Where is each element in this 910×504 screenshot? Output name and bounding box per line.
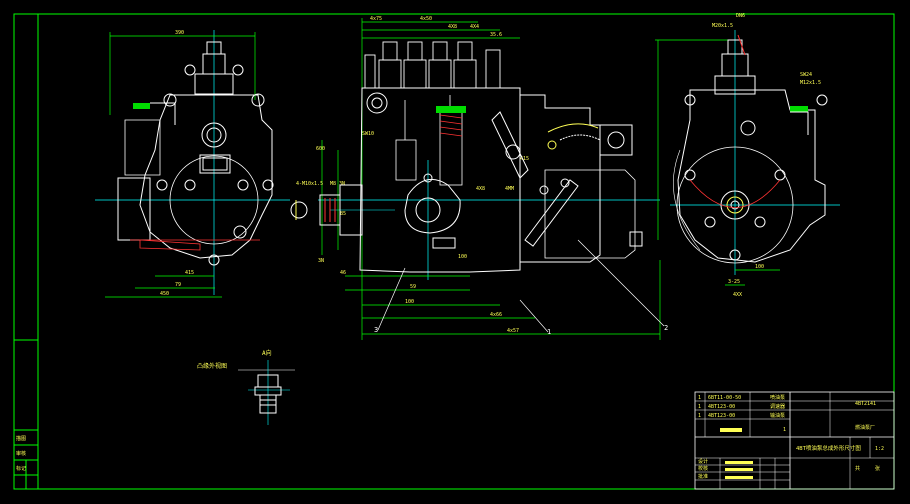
- sheet-label: 张: [875, 465, 880, 472]
- part-2-name: 调速器: [770, 403, 785, 410]
- drawing-title: 4BT喷油泵总成外形尺寸图: [796, 444, 861, 452]
- design-label: 设计: [698, 458, 708, 465]
- front-dim-l2: 85: [340, 211, 346, 217]
- front-dim-long-3: 4x57: [507, 328, 519, 334]
- front-dim-m6: 4X4: [470, 24, 479, 30]
- front-dim-m5: 4X8: [448, 24, 457, 30]
- left-strip-label-1: 描图: [16, 435, 26, 442]
- part-1-qty: 1: [698, 395, 701, 401]
- front-label-1: 4-M10x1.5: [296, 181, 323, 187]
- detail-side-label: 凸缘外视图: [197, 362, 227, 370]
- front-dim-m2: 100: [458, 254, 467, 260]
- left-dim-top: 390: [175, 30, 184, 36]
- balloon-2: 2: [664, 324, 668, 332]
- part-3-qty: 1: [698, 413, 701, 419]
- left-dim-b3: 450: [160, 291, 169, 297]
- part-2-qty: 1: [698, 404, 701, 410]
- inner-frame: [37, 13, 895, 490]
- left-view: 390 415 79 450: [95, 30, 290, 298]
- front-dim-long-1: 100: [405, 299, 414, 305]
- weight-label: 1: [783, 427, 786, 433]
- front-dim-l3: 3N: [318, 258, 324, 264]
- front-dim-m4: 4MM: [505, 186, 514, 192]
- right-dim-1: M20x1.5: [712, 23, 733, 29]
- front-label-2: M8 3N: [330, 181, 345, 187]
- detail-title: A向: [262, 349, 272, 357]
- front-dim-b2: 59: [410, 284, 416, 290]
- left-dim-b1: 415: [185, 270, 194, 276]
- front-dim-m1: 4X8: [476, 186, 485, 192]
- scale: 1:2: [875, 446, 884, 452]
- company-name: 燃油泵厂: [855, 424, 875, 431]
- front-dim-l1: 600: [316, 146, 325, 152]
- right-label-1: M12x1.5: [800, 80, 821, 86]
- right-view: M20x1.5 SW24 100 3-25 4XX M12x1.5 DN6: [655, 13, 840, 298]
- part-1-name: 喷油泵: [770, 394, 785, 401]
- front-dim-b1: 46: [340, 270, 346, 276]
- part-2-code: 4BT123-00: [708, 404, 735, 410]
- front-dim-long-2: 4x66: [490, 312, 502, 318]
- right-dim-2: SW24: [800, 72, 812, 78]
- front-view: 4x75 4x50 35.6 100 4x66 4x57 46 59 600 8…: [290, 16, 668, 340]
- front-dim-t2: 4x50: [420, 16, 432, 22]
- left-strip-label-2: 审核: [16, 450, 26, 457]
- front-dim-t3: 35.6: [490, 32, 502, 38]
- part-3-name: 输油泵: [770, 412, 785, 419]
- balloon-1: 1: [547, 328, 551, 336]
- check-label: 校核: [698, 465, 708, 472]
- right-dim-3: 100: [755, 264, 764, 270]
- approve-label: 批准: [698, 473, 708, 480]
- right-label-2: DN6: [736, 13, 745, 19]
- part-3-code: 4BT123-00: [708, 413, 735, 419]
- balloon-3: 3: [374, 326, 378, 334]
- right-dim-4: 3-25: [728, 279, 740, 285]
- part-1-code: 6BT11-00-50: [708, 395, 741, 401]
- title-block: 6BT11-00-50 喷油泵 1 4BT123-00 调速器 1 4BT123…: [694, 391, 895, 490]
- front-dim-t1: 4x75: [370, 16, 382, 22]
- front-label-3: SW10: [362, 131, 374, 137]
- detail-view: A向 凸缘外视图: [197, 349, 295, 425]
- left-strip: 描图 审核 标记: [14, 339, 38, 489]
- drawing-number: 4BT2141: [855, 401, 876, 407]
- front-dim-m3: 415: [520, 156, 529, 162]
- left-strip-label-3: 标记: [16, 465, 26, 472]
- left-dim-b2: 79: [175, 282, 181, 288]
- material-label: 共: [855, 465, 860, 472]
- right-dim-5: 4XX: [733, 292, 742, 298]
